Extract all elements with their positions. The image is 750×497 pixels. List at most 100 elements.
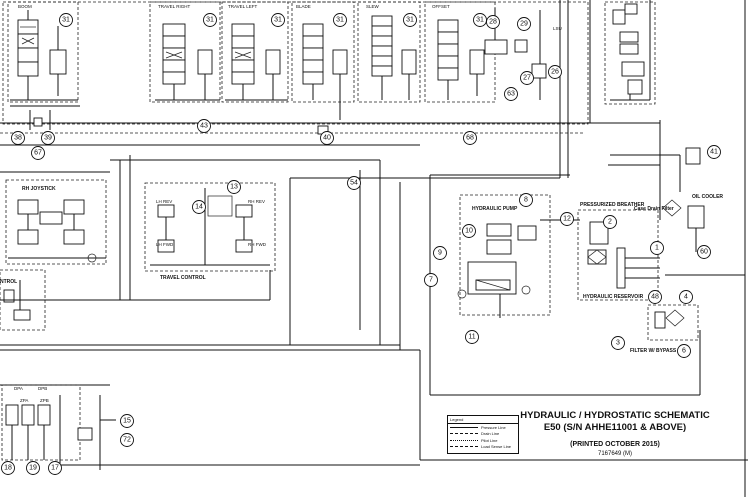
svg-text:31: 31 xyxy=(406,17,414,24)
label-case-drain-filter: Case Drain Filter xyxy=(634,206,674,212)
section-travel-right xyxy=(149,1,221,103)
reservoir-group xyxy=(577,147,705,301)
callout-67: 67 xyxy=(31,146,45,160)
svg-text:67: 67 xyxy=(34,150,42,157)
callout-31: 31 xyxy=(203,13,217,27)
svg-text:31: 31 xyxy=(476,17,484,24)
label-rh-rev: RH REV xyxy=(248,199,265,204)
legend-title: Legend xyxy=(448,416,518,424)
legend-item-pilot: Pilot Line xyxy=(448,437,518,444)
svg-text:29: 29 xyxy=(520,21,528,28)
svg-text:4: 4 xyxy=(684,294,688,301)
callout-6: 6 xyxy=(677,344,691,358)
callout-3: 3 xyxy=(611,336,625,350)
callout-4: 4 xyxy=(679,290,693,304)
callout-8: 8 xyxy=(519,193,533,207)
rh-joystick xyxy=(0,171,110,265)
callout-29: 29 xyxy=(517,17,531,31)
svg-text:72: 72 xyxy=(123,437,131,444)
label-blade: BLADE xyxy=(296,4,311,9)
valve-bank-frame xyxy=(0,0,591,178)
label-travel-control: TRAVEL CONTROL xyxy=(160,275,206,281)
svg-text:17: 17 xyxy=(51,465,59,472)
svg-text:31: 31 xyxy=(206,17,214,24)
callout-18: 18 xyxy=(1,461,15,475)
callout-7: 7 xyxy=(424,273,438,287)
lower-left-valves xyxy=(1,384,116,461)
svg-text:43: 43 xyxy=(200,123,208,130)
label-lh-fwd: LH FWD xyxy=(156,242,174,247)
callout-31: 31 xyxy=(403,13,417,27)
callout-19: 19 xyxy=(26,461,40,475)
svg-text:31: 31 xyxy=(62,17,70,24)
callout-1: 1 xyxy=(650,241,664,255)
label-slew: SLEW xyxy=(366,4,380,9)
callout-28: 28 xyxy=(486,15,500,29)
svg-text:40: 40 xyxy=(323,135,331,142)
callout-26: 26 xyxy=(548,65,562,79)
svg-text:38: 38 xyxy=(14,135,22,142)
callout-12: 12 xyxy=(560,212,574,226)
section-offset xyxy=(424,1,547,103)
svg-text:68: 68 xyxy=(466,135,474,142)
part-number: 7167649 (M) xyxy=(597,451,633,457)
svg-text:6: 6 xyxy=(682,348,686,355)
svg-text:9: 9 xyxy=(438,250,442,257)
label-boom: BOOM xyxy=(18,4,32,9)
callout-54: 54 xyxy=(347,176,361,190)
label-dpb: DPB xyxy=(38,386,47,391)
svg-text:26: 26 xyxy=(551,69,559,76)
label-zpa: ZPA xyxy=(20,398,28,403)
schematic-model: E50 (S/N AHHE11001 & ABOVE) xyxy=(543,422,687,433)
callout-39: 39 xyxy=(41,131,55,145)
callout-40: 40 xyxy=(320,131,334,145)
label-rh-fwd: RH FWD xyxy=(248,242,267,247)
callout-38: 38 xyxy=(11,131,25,145)
hydraulic-pump-group xyxy=(457,194,580,318)
svg-text:13: 13 xyxy=(230,184,238,191)
svg-text:27: 27 xyxy=(523,75,531,82)
svg-text:48: 48 xyxy=(651,294,659,301)
section-slew xyxy=(357,1,421,103)
svg-text:63: 63 xyxy=(507,91,515,98)
label-filter-bypass: FILTER W/ BYPASS xyxy=(630,348,677,354)
svg-text:39: 39 xyxy=(44,135,52,142)
svg-text:12: 12 xyxy=(563,216,571,223)
svg-text:41: 41 xyxy=(710,149,718,156)
label-lh-rev: LH REV xyxy=(156,199,172,204)
label-zpb: ZPB xyxy=(40,398,49,403)
svg-text:31: 31 xyxy=(336,17,344,24)
label-rh-joystick: RH JOYSTICK xyxy=(22,186,56,192)
svg-text:11: 11 xyxy=(468,334,475,341)
callout-2: 2 xyxy=(603,215,617,229)
svg-text:18: 18 xyxy=(4,465,12,472)
label-lsu: LSU xyxy=(553,26,562,31)
callout-31: 31 xyxy=(473,13,487,27)
callout-15: 15 xyxy=(120,414,134,428)
svg-text:31: 31 xyxy=(274,17,282,24)
svg-text:28: 28 xyxy=(489,19,497,26)
svg-text:15: 15 xyxy=(123,418,131,425)
label-hydraulic-pump: HYDRAULIC PUMP xyxy=(472,206,518,212)
callout-17: 17 xyxy=(48,461,62,475)
pilot-supply-circuit xyxy=(604,0,656,105)
callout-72: 72 xyxy=(120,433,134,447)
callout-31: 31 xyxy=(333,13,347,27)
legend: Legend Pressure Line Drain Line Pilot Li… xyxy=(447,415,519,454)
callout-43: 43 xyxy=(197,119,211,133)
callout-63: 63 xyxy=(504,87,518,101)
svg-text:60: 60 xyxy=(700,249,708,256)
callout-68: 68 xyxy=(463,131,477,145)
callout-41: 41 xyxy=(707,145,721,159)
section-travel-left xyxy=(221,1,289,103)
callout-9: 9 xyxy=(433,246,447,260)
legend-item-pressure: Pressure Line xyxy=(448,424,518,431)
svg-text:8: 8 xyxy=(524,197,528,204)
callout-31: 31 xyxy=(271,13,285,27)
label-pressurized-breather: PRESSURIZED BREATHER xyxy=(580,202,645,208)
svg-text:14: 14 xyxy=(195,204,203,211)
svg-text:54: 54 xyxy=(350,180,358,187)
legend-item-drain: Drain Line xyxy=(448,431,518,438)
